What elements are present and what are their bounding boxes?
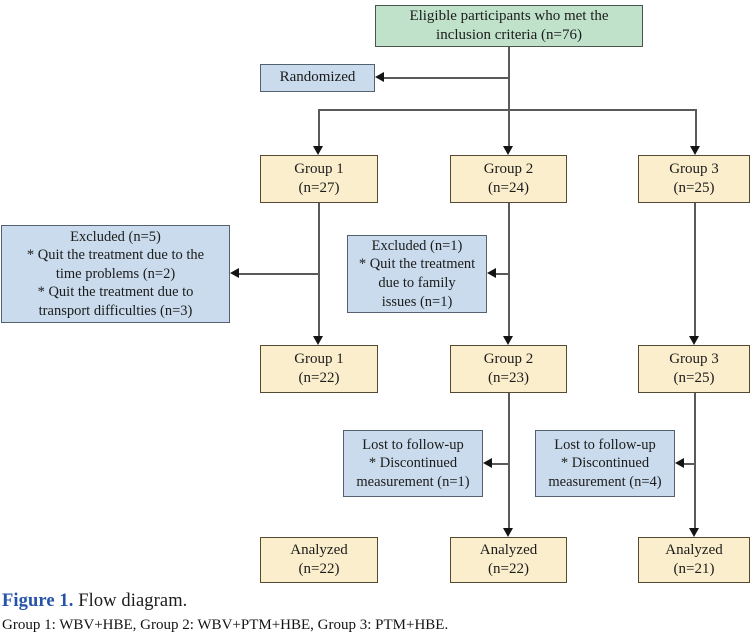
connector-branch-horizontal [318,109,697,111]
group1-after-title: Group 1 [294,350,344,367]
analyzed-group1-box: Analyzed (n=22) [260,537,378,583]
lost-group3-line-1: Lost to follow-up [554,436,656,453]
excluded-group1-line-2: * Quit the treatment due to the [26,247,205,264]
lost-group3-line-2: * Discontinued [560,455,650,472]
connector-branch-to-group3 [695,109,697,146]
arrowhead-excluded-group2 [487,268,496,278]
excluded-group1-box: Excluded (n=5) * Quit the treatment due … [1,225,230,323]
arrowhead-analyzed-group3 [689,528,699,537]
group1-initial-box: Group 1 (n=27) [260,155,378,203]
connector-group3-down [694,203,696,336]
arrowhead-excluded-group1 [230,268,239,278]
figure-caption-text: Flow diagram. [78,591,188,611]
arrowhead-randomized [375,72,384,82]
group1-after-n: (n=22) [298,370,340,386]
group2-initial-n: (n=24) [488,180,529,196]
excluded-group2-line-4: issues (n=1) [381,293,453,310]
eligible-line-2: inclusion criteria (n=76) [436,27,582,43]
group3-initial-n: (n=25) [673,180,715,196]
connector-group2-to-analyzed [508,393,510,528]
arrowhead-analyzed-group2 [503,528,513,537]
excluded-group1-line-4: * Quit the treatment due to [37,284,194,301]
arrowhead-lost-group2 [483,458,492,468]
excluded-group1-line-3: time problems (n=2) [55,265,176,282]
analyzed-group2-title: Analyzed [479,541,538,558]
connector-branch-to-group1 [318,109,320,146]
connector-group3-to-analyzed [694,393,696,528]
arrowhead-group1-initial [313,146,323,155]
arrowhead-group1-after [313,336,323,345]
arrowhead-lost-group3 [675,458,684,468]
excluded-group1-line-5: transport difficulties (n=3) [38,302,193,319]
group3-after-n: (n=25) [673,370,715,386]
connector-eligible-to-group2 [508,47,510,146]
lost-group3-line-3: measurement (n=4) [548,473,662,490]
analyzed-group3-box: Analyzed (n=21) [638,537,750,583]
figure-number-label: Figure 1. [2,591,74,611]
figure-caption: Figure 1. Flow diagram. [2,591,187,612]
randomized-box: Randomized [260,64,375,92]
arrowhead-group2-initial [503,146,513,155]
analyzed-group1-title: Analyzed [290,541,348,558]
randomized-label: Randomized [279,69,356,86]
excluded-group2-line-2: * Quit the treatment [358,256,476,273]
connector-to-randomized [384,77,509,79]
group3-initial-title: Group 3 [669,160,719,177]
connector-group3-lost [684,463,695,465]
arrowhead-group2-after [503,336,513,345]
connector-group2-down [508,203,510,336]
excluded-group2-box: Excluded (n=1) * Quit the treatment due … [347,235,487,313]
eligible-line-1: Eligible participants who met the [409,7,609,24]
excluded-group2-line-3: due to family [378,275,456,291]
group1-initial-n: (n=27) [298,180,340,196]
eligible-participants-box: Eligible participants who met the inclus… [375,5,643,47]
lost-followup-group2-box: Lost to follow-up * Discontinued measure… [343,430,483,497]
analyzed-group3-title: Analyzed [665,541,723,558]
excluded-group1-line-1: Excluded (n=5) [70,228,161,245]
connector-group1-excluded [239,273,319,275]
excluded-group2-line-1: Excluded (n=1) [371,237,463,254]
analyzed-group2-box: Analyzed (n=22) [450,537,567,583]
analyzed-group2-n: (n=22) [488,561,529,577]
connector-group2-lost [492,463,509,465]
analyzed-group3-n: (n=21) [673,561,715,577]
group3-after-title: Group 3 [669,350,719,367]
lost-group2-line-3: measurement (n=1) [356,473,470,490]
group1-after-box: Group 1 (n=22) [260,345,378,393]
lost-followup-group3-box: Lost to follow-up * Discontinued measure… [535,430,675,497]
arrowhead-group3-initial [690,146,700,155]
group2-initial-title: Group 2 [483,160,534,177]
lost-group2-line-2: * Discontinued [368,455,458,472]
group2-after-title: Group 2 [483,350,534,367]
group3-after-box: Group 3 (n=25) [638,345,750,393]
connector-group2-excluded [496,273,509,275]
group1-initial-title: Group 1 [294,160,344,177]
group2-after-n: (n=23) [488,370,529,386]
group3-initial-box: Group 3 (n=25) [638,155,750,203]
arrowhead-group3-after [689,336,699,345]
figure-footnote: Group 1: WBV+HBE, Group 2: WBV+PTM+HBE, … [2,617,449,633]
connector-group1-down [318,203,320,336]
group2-after-box: Group 2 (n=23) [450,345,567,393]
analyzed-group1-n: (n=22) [298,561,340,577]
group2-initial-box: Group 2 (n=24) [450,155,567,203]
lost-group2-line-1: Lost to follow-up [362,436,464,453]
